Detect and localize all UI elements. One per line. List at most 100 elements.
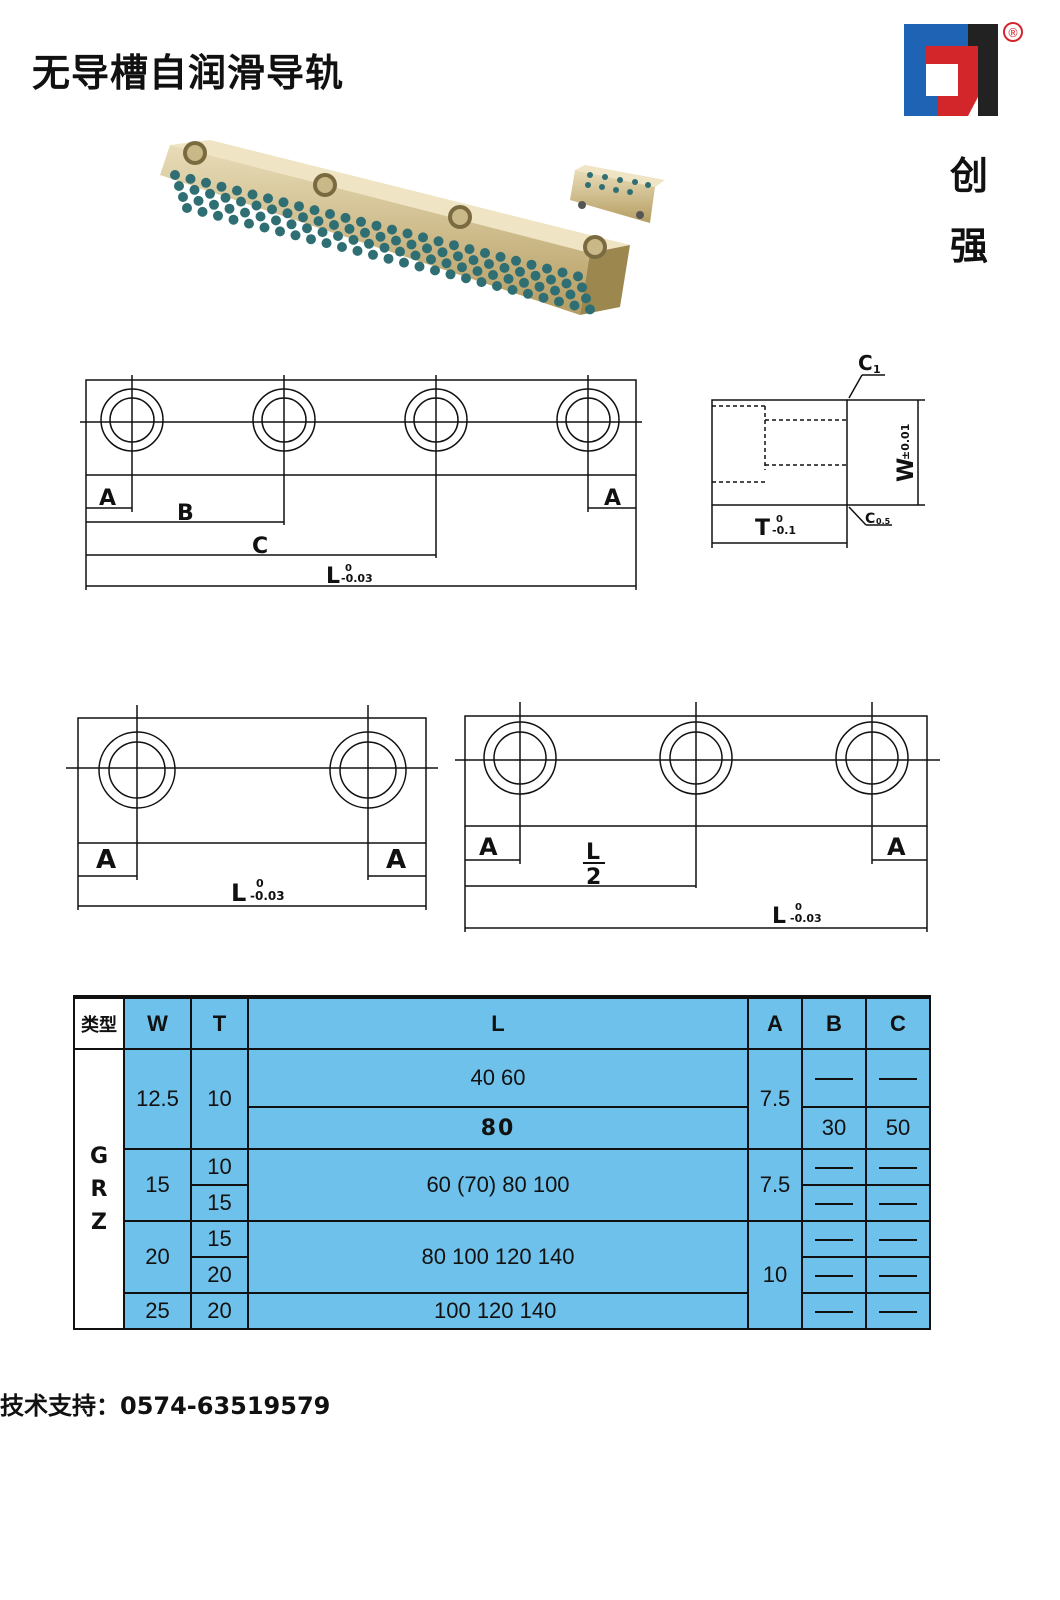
plug-dot xyxy=(298,212,308,223)
plug-dot xyxy=(430,265,440,276)
plug-dot xyxy=(449,240,459,251)
plug-dot xyxy=(286,219,297,230)
cell-b-empty xyxy=(801,1148,867,1186)
svg-text:A: A xyxy=(479,833,498,861)
cell-b-empty xyxy=(801,1184,867,1222)
cell-b-empty xyxy=(801,1220,867,1258)
svg-text:-0.1: -0.1 xyxy=(772,524,796,537)
plug-dot xyxy=(178,192,188,202)
cell-w: 25 xyxy=(123,1292,192,1330)
header-b: B xyxy=(801,995,867,1050)
plug-dot xyxy=(453,251,463,262)
plug-dot xyxy=(267,204,277,215)
svg-text:®: ® xyxy=(1007,26,1019,40)
cell-l: 100 120 140 xyxy=(247,1292,749,1330)
plug-dot xyxy=(317,227,328,238)
plug-dot xyxy=(542,263,552,274)
plug-dot xyxy=(530,270,541,281)
cell-c-empty xyxy=(865,1184,931,1222)
plug-dot xyxy=(464,244,475,255)
plug-dot xyxy=(360,227,370,238)
brand-char-2: 强 xyxy=(949,224,988,268)
table-row: 80 30 50 xyxy=(74,1106,931,1150)
svg-text:B: B xyxy=(177,501,194,526)
plug-dot xyxy=(278,197,289,208)
plug-dot xyxy=(174,181,184,191)
plug-dot xyxy=(337,242,347,252)
plug-dot xyxy=(255,211,266,222)
plug-dot xyxy=(228,214,239,225)
plug-dot xyxy=(581,293,591,304)
plug-dot xyxy=(321,238,332,249)
cell-w: 20 xyxy=(123,1220,192,1294)
plug-dot xyxy=(371,220,382,231)
svg-text:-0.03: -0.03 xyxy=(341,572,373,585)
plug-dot xyxy=(325,209,335,219)
plug-dot xyxy=(418,232,428,243)
plug-dot xyxy=(492,281,502,291)
plug-dot xyxy=(410,250,421,261)
svg-text:L: L xyxy=(772,904,786,929)
plug-dot xyxy=(406,239,417,250)
plug-dot xyxy=(294,201,304,212)
plug-dot xyxy=(523,288,533,299)
plug-dot xyxy=(302,223,312,234)
plug-dot xyxy=(209,199,219,210)
plug-dot xyxy=(538,292,549,303)
plug-dot xyxy=(441,258,452,269)
type-cell: G R Z xyxy=(73,1048,125,1330)
header-w: W xyxy=(123,995,192,1050)
cell-a: 7.5 xyxy=(747,1148,803,1222)
plug-dot xyxy=(426,254,436,265)
table-row: 20 xyxy=(74,1256,931,1294)
cell-l: 80 100 120 140 xyxy=(247,1220,749,1294)
cell-t: 20 xyxy=(190,1256,249,1294)
cell-t: 10 xyxy=(190,1148,249,1186)
svg-text:L: L xyxy=(326,564,340,589)
cell-c: 50 xyxy=(865,1106,931,1150)
plug-dot xyxy=(344,223,355,234)
brand-char-1: 创 xyxy=(949,154,988,198)
svg-text:0.5: 0.5 xyxy=(876,517,891,526)
svg-text:C: C xyxy=(252,534,268,559)
plug-dot xyxy=(313,216,324,227)
plug-dot xyxy=(290,230,301,241)
plug-dot xyxy=(495,251,506,262)
plug-dot xyxy=(395,246,405,257)
plug-dot xyxy=(244,218,254,229)
plug-dot xyxy=(422,243,432,254)
header-type: 类型 xyxy=(73,995,125,1050)
plug-dot xyxy=(185,173,196,184)
plug-dot xyxy=(182,203,192,213)
svg-text:-0.03: -0.03 xyxy=(790,912,822,925)
spec-table: 类型 W T L A B C G R Z 12.5 10 40 60 7.5 8… xyxy=(73,995,931,1330)
plug-dot xyxy=(468,255,479,266)
plug-dot xyxy=(356,216,366,227)
plug-dot xyxy=(488,270,498,280)
plug-dot xyxy=(224,203,235,214)
plug-dot xyxy=(375,231,386,242)
table-row: 15 xyxy=(74,1184,931,1222)
plug-dot xyxy=(546,274,556,285)
plug-dot xyxy=(352,245,363,256)
svg-text:0: 0 xyxy=(776,514,783,525)
cell-l: 80 xyxy=(247,1106,749,1150)
svg-text:2: 2 xyxy=(586,865,601,890)
plug-dot xyxy=(445,269,456,280)
plug-dot xyxy=(309,205,320,216)
svg-text:C: C xyxy=(865,511,875,527)
table-row: 15 10 60 (70) 80 100 7.5 xyxy=(74,1148,931,1222)
plug-dot xyxy=(499,262,510,273)
cell-t: 10 xyxy=(190,1048,249,1150)
table-header-row: 类型 W T L A B C xyxy=(73,995,931,1050)
header-a: A xyxy=(747,995,803,1050)
plug-dot xyxy=(387,224,397,235)
plug-dot xyxy=(329,220,339,230)
svg-text:0: 0 xyxy=(256,877,264,890)
plug-dot xyxy=(368,249,378,260)
plug-dot xyxy=(247,189,258,200)
page-title: 无导槽自润滑导轨 xyxy=(32,51,345,95)
cell-c-empty xyxy=(865,1256,931,1294)
plug-dot xyxy=(515,266,525,277)
plug-dot xyxy=(364,238,374,249)
